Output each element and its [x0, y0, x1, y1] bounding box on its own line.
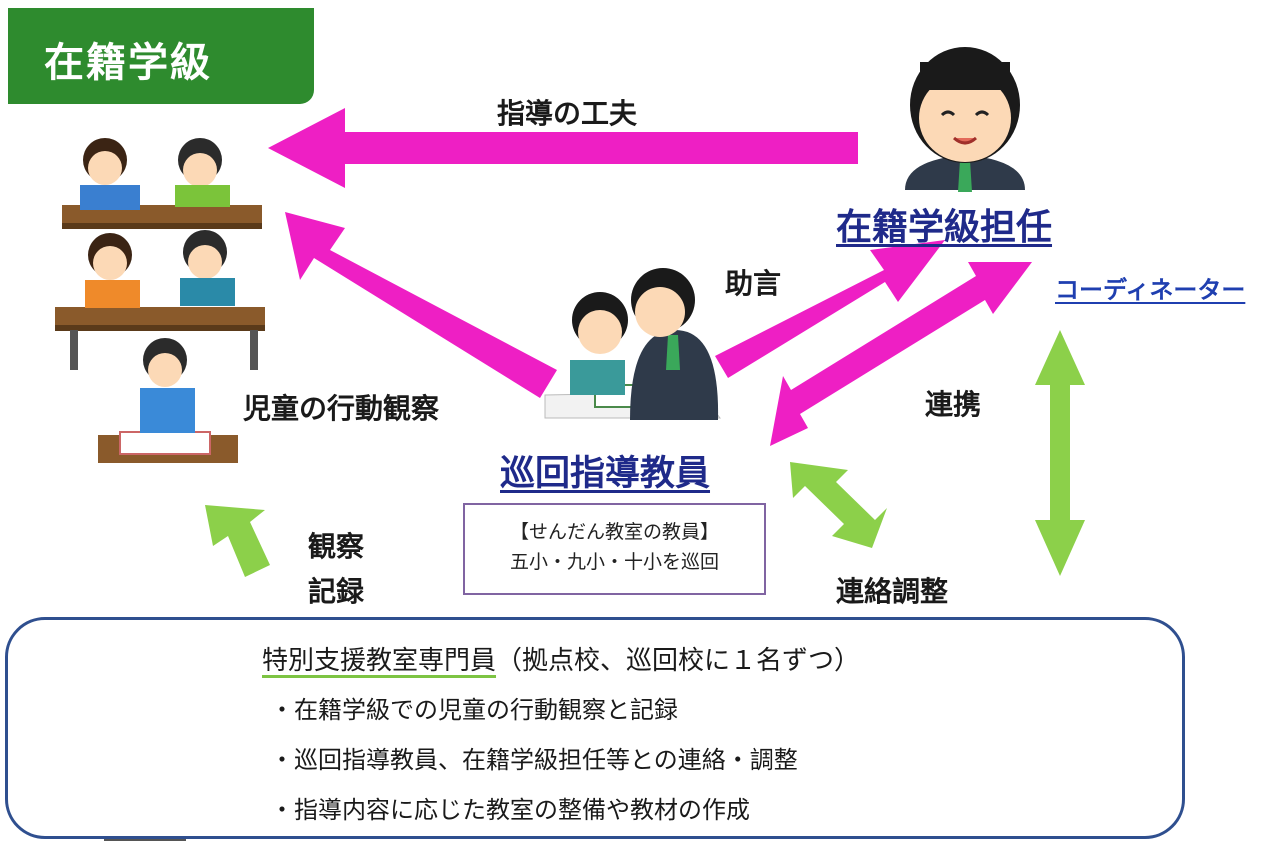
label-record: 記録 — [308, 575, 365, 608]
title-tab: 在籍学級 — [8, 8, 314, 104]
label-observe: 観察 — [308, 530, 365, 563]
note-line-2: 五小・九小・十小を巡回 — [509, 551, 719, 573]
role-coordinator: コーディネーター — [1055, 276, 1246, 304]
arrow-coordinator-staff — [1035, 330, 1085, 576]
support-staff-box — [5, 617, 1185, 839]
staff-duty-3: ・指導内容に応じた教室の整備や教材の作成 — [270, 796, 750, 824]
staff-duty-1: ・在籍学級での児童の行動観察と記録 — [270, 696, 678, 724]
homeroom-teacher-illustration — [905, 47, 1025, 192]
label-observation: 児童の行動観察 — [243, 392, 440, 425]
itinerant-teacher-illustration — [544, 268, 722, 420]
arrow-guidance — [268, 108, 858, 188]
arrow-cooperation — [770, 262, 1032, 446]
page-title: 在籍学級 — [44, 40, 212, 86]
note-line-1: 【せんだん教室の教員】 — [509, 521, 719, 543]
label-liaison: 連絡調整 — [836, 575, 949, 608]
classroom-illustration — [55, 138, 265, 463]
staff-title: 特別支援教室専門員（拠点校、巡回校に１名ずつ） — [262, 640, 860, 677]
label-cooperation: 連携 — [925, 388, 982, 421]
staff-duty-2: ・巡回指導教員、在籍学級担任等との連絡・調整 — [270, 746, 798, 774]
role-itinerant-teacher: 巡回指導教員 — [500, 454, 711, 494]
arrow-observe-record — [205, 505, 270, 577]
staff-title-sub: （拠点校、巡回校に１名ずつ） — [496, 646, 861, 676]
arrow-liaison — [790, 462, 887, 548]
staff-title-main: 特別支援教室専門員 — [262, 646, 497, 676]
role-homeroom-teacher: 在籍学級担任 — [836, 207, 1053, 248]
itinerant-note-box: 【せんだん教室の教員】 五小・九小・十小を巡回 — [463, 503, 766, 595]
arrow-advice — [715, 240, 945, 378]
label-advice: 助言 — [725, 267, 782, 300]
arrow-observation — [285, 212, 557, 398]
label-guidance-ideas: 指導の工夫 — [497, 97, 638, 130]
